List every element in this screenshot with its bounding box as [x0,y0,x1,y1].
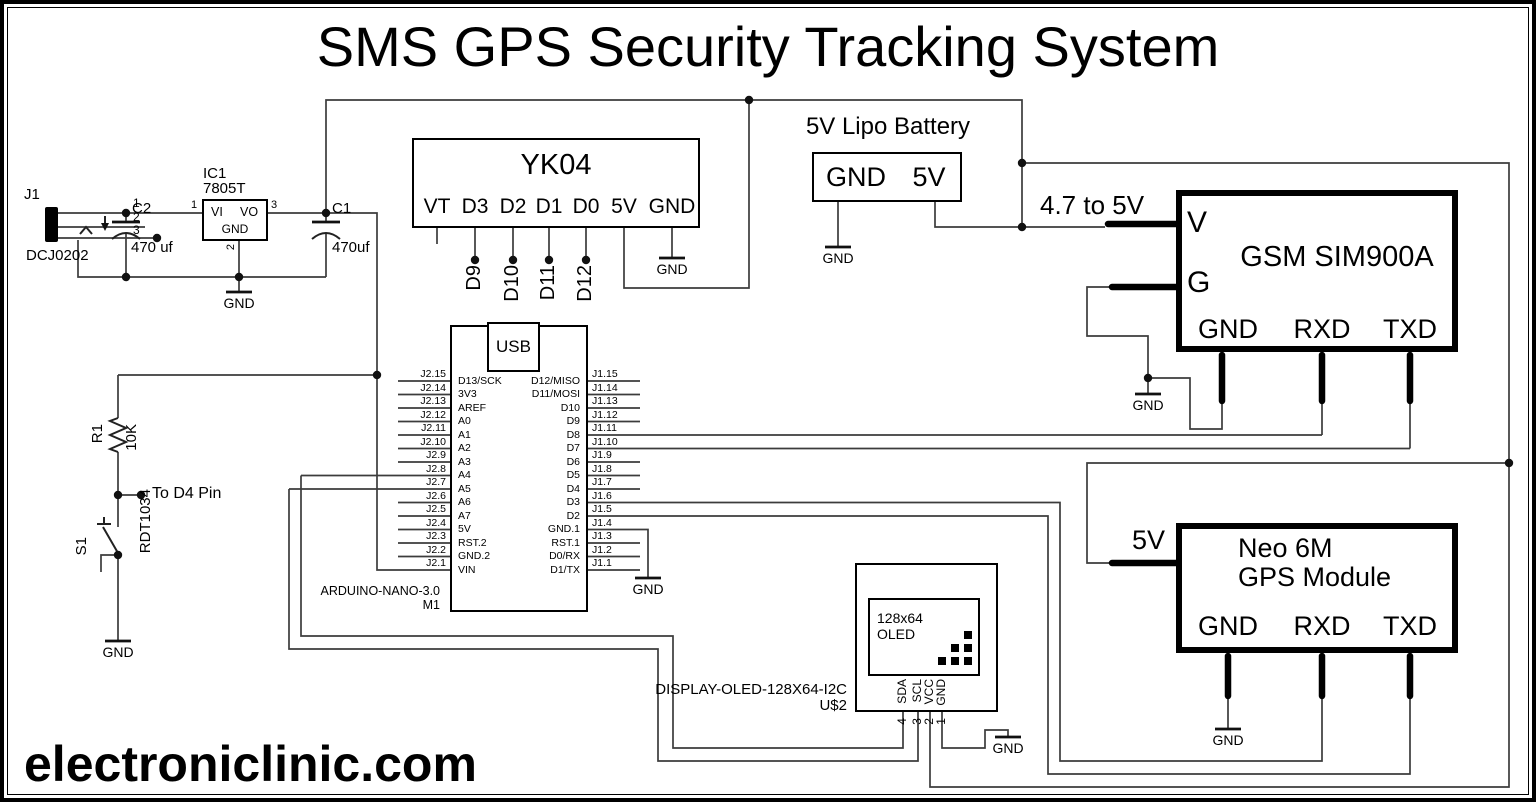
battery-gnd-label: GND [826,162,886,192]
yk04-pin-5v: 5V [611,195,637,218]
yk04-box [412,138,700,228]
regulator-ref: IC1 [203,165,227,182]
oled-screen-line1: 128x64 [877,610,923,626]
dc-jack-symbol [45,207,58,242]
regulator-gnd-label: GND [221,222,249,236]
yk04-pin-d1: D1 [535,195,563,218]
regulator-box [202,199,268,241]
arduino-usb-box [487,322,540,372]
gsm-title: GSM SIM900A [1240,241,1434,273]
gps-pin-txd-label: TXD [1383,611,1437,641]
resistor-symbol [107,417,129,453]
r1-value: 10K [123,424,140,451]
arduino-usb-label: USB [496,337,531,356]
oled-part-label: DISPLAY-OLED-128X64-I2C [655,681,847,698]
jack-part-label: DCJ0202 [26,247,89,264]
regulator-pin-in-number: 1 [191,199,198,211]
s1-ref: S1 [73,537,90,556]
oled-screen-line2: OLED [877,626,916,642]
battery-title: 5V Lipo Battery [805,113,971,140]
arduino-part-label: ARDUINO-NANO-3.0 [320,584,440,598]
gnd-label-gsm: GND [1132,397,1164,413]
c1-value: 470uf [332,239,370,256]
page-title: SMS GPS Security Tracking System [316,15,1220,78]
yk04-pin-d0: D0 [572,195,600,218]
oled-pin-sda-label: SDA [895,679,909,704]
yk04-pin-vt: VT [423,195,451,218]
oled-pin1-number: 1 [934,718,948,725]
c1-ref: C1 [332,200,352,217]
gnd-label-switch: GND [102,644,134,660]
regulator-pin-gnd-number: 2 [225,244,237,251]
battery-5v-label: 5V [912,162,946,192]
regulator-pin-out-number: 3 [271,199,278,211]
c2-ref: C2 [132,200,152,217]
arduino-ref: M1 [422,598,440,612]
yk04-pin-d3: D3 [461,195,489,218]
r1-ref: R1 [89,424,106,444]
gnd-label-yk04: GND [656,261,688,277]
oled-screen-box [868,598,980,676]
regulator-part: 7805T [203,180,246,197]
gps-pin-rxd-label: RXD [1293,611,1351,641]
jack-pin1-number: 1 [133,196,140,210]
to-d4-pin-label: To D4 Pin [152,485,222,502]
oled-pixels [938,631,972,665]
yk04-pin-d2: D2 [499,195,527,218]
gnd-label-arduino: GND [632,581,664,597]
gsm-pin-v-label: V [1187,206,1208,239]
gps-5v-label: 5V [1132,525,1166,555]
gps-title-line1: Neo 6M [1238,533,1333,563]
yk04-pin-gnd: GND [648,195,696,218]
net-d12-label: D12 [574,265,596,302]
oled-pin-gnd-label: GND [934,679,948,706]
s1-part: RDT1034 [137,489,154,554]
regulator-vi-label: VI [211,205,223,219]
oled-box [855,563,998,712]
gnd-label-battery: GND [822,250,854,266]
gsm-pin-rxd-label: RXD [1293,314,1351,344]
switch-symbol [97,517,119,554]
yk04-title: YK04 [520,149,592,181]
gsm-pin-txd-label: TXD [1383,314,1437,344]
net-d9-label: D9 [463,265,485,291]
gnd-label-gps: GND [1212,732,1244,748]
regulator-vo-label: VO [240,205,259,219]
site-watermark: electroniclinic.com [24,736,477,792]
gnd-label-regulator: GND [223,295,255,311]
gnd-label-oled: GND [992,740,1024,756]
jack-ref: J1 [24,186,40,203]
gps-box [1176,523,1458,653]
battery-box [812,152,962,202]
gsm-pin-gnd-label: GND [1198,314,1258,344]
gsm-box [1176,190,1458,352]
net-d11-label: D11 [537,265,559,301]
jack-pin3-number: 3 [133,223,140,237]
gps-pin-gnd-label: GND [1198,611,1258,641]
gps-title-line2: GPS Module [1238,562,1392,592]
gsm-supply-range-label: 4.7 to 5V [1040,190,1145,220]
oled-ref: U$2 [819,697,847,714]
oled-pin4-number: 4 [895,718,909,725]
jack-pin2-number: 2 [133,210,140,224]
gsm-pin-g-label: G [1187,266,1211,299]
net-d10-label: D10 [501,265,523,302]
c2-value: 470 uf [131,239,173,256]
